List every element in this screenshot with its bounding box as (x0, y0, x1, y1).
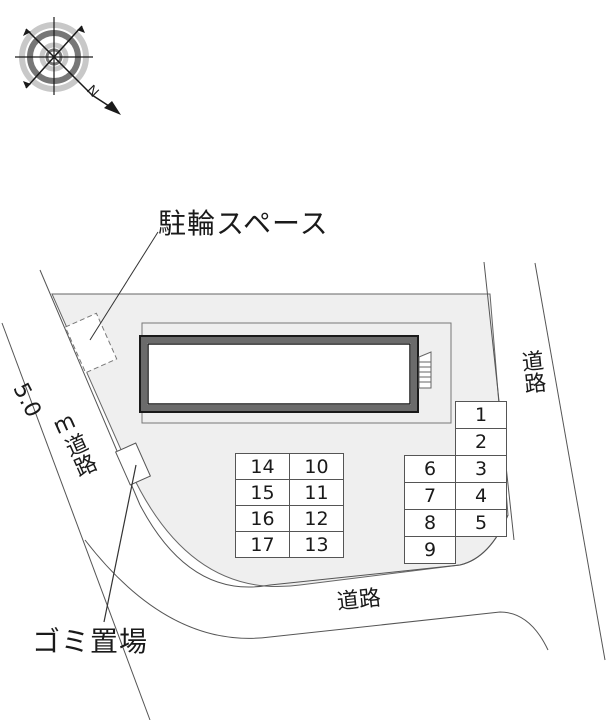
north-label: N (84, 81, 102, 99)
left-road-edge-outer (1, 322, 151, 721)
parking-slot: 3 (455, 455, 507, 483)
parking-slot: 12 (289, 505, 344, 532)
bottom-road-edge-upper (139, 504, 509, 588)
garbage-area-box (114, 442, 152, 486)
parking-slot: 4 (455, 482, 507, 510)
compass-icon: N (15, 17, 121, 115)
parking-slot: 13 (289, 531, 344, 558)
stairs-icon (418, 351, 432, 389)
parking-slot: 16 (235, 505, 290, 532)
bicycle-space-area (64, 312, 118, 374)
parking-slot: 6 (404, 455, 456, 483)
garbage-area-leader (103, 464, 137, 623)
parking-slot: 7 (404, 482, 456, 510)
parking-slot: 9 (404, 536, 456, 564)
parking-slot: 17 (235, 531, 290, 558)
parking-slot: 15 (235, 479, 290, 506)
parking-slot: 14 (235, 453, 290, 480)
parking-slot: 10 (289, 453, 344, 480)
right-road-label: 道路 (516, 348, 547, 396)
parking-slot: 8 (404, 509, 456, 537)
parking-slot: 11 (289, 479, 344, 506)
bicycle-space-label: 駐輪スペース (158, 207, 329, 240)
bottom-road-edge-lower (84, 539, 549, 651)
garbage-area-label: ゴミ置場 (32, 625, 149, 658)
parking-slot: 5 (455, 509, 507, 537)
right-road-edge-outer (534, 262, 606, 661)
bicycle-space-leader (89, 231, 159, 341)
bottom-road-label: 道路 (335, 585, 383, 616)
parking-slot: 1 (455, 401, 507, 429)
parking-slot: 2 (455, 428, 507, 456)
